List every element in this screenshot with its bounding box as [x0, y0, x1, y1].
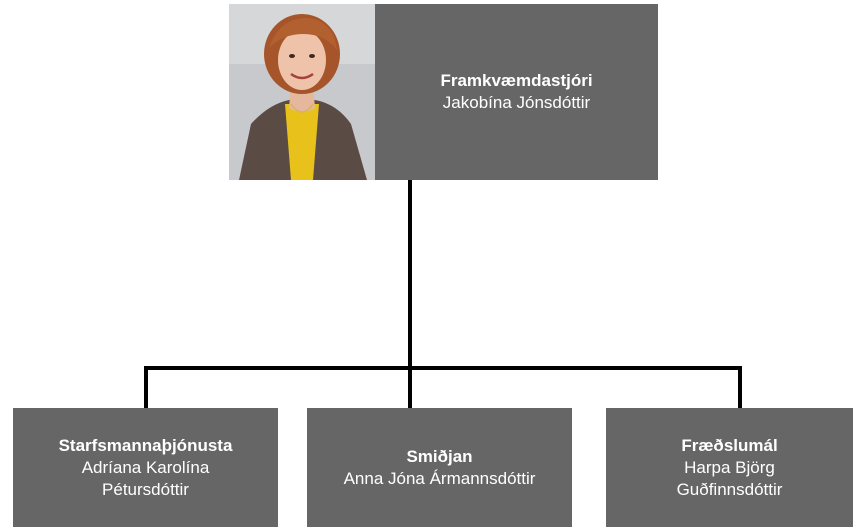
unit-name-line1: Harpa Björg	[684, 457, 775, 477]
unit-box-smidjan: Smiðjan Anna Jóna Ármannsdóttir	[307, 408, 572, 527]
person-portrait-icon	[229, 4, 375, 180]
portrait-photo	[229, 4, 375, 180]
unit-box-fraedslumal: Fræðslumál Harpa Björg Guðfinnsdóttir	[606, 408, 853, 527]
head-role: Framkvæmdastjóri	[440, 71, 593, 90]
unit-name-line2: Pétursdóttir	[102, 479, 189, 499]
head-node: Framkvæmdastjóri Jakobína Jónsdóttir	[229, 4, 658, 180]
head-box: Framkvæmdastjóri Jakobína Jónsdóttir	[375, 4, 658, 180]
unit-role: Starfsmannaþjónusta	[58, 435, 233, 455]
unit-role: Smiðjan	[406, 446, 473, 466]
unit-name-line1: Adríana Karolína	[81, 457, 210, 477]
unit-name-line2: Guðfinnsdóttir	[676, 479, 783, 499]
unit-role: Fræðslumál	[681, 435, 778, 455]
head-name: Jakobína Jónsdóttir	[442, 93, 591, 112]
unit-box-starfsmannathjonusta: Starfsmannaþjónusta Adríana Karolína Pét…	[13, 408, 278, 527]
unit-name-line1: Anna Jóna Ármannsdóttir	[343, 468, 536, 488]
